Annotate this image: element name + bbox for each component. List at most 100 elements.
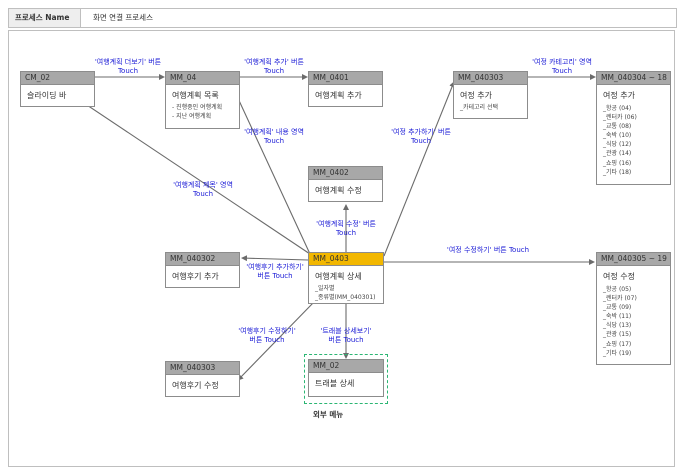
edge-label-line: '여행후기 추가하기' [246,263,304,271]
node-sub: _일자별 _종류별(MM_040301) [309,282,383,302]
list-item: _쇼핑 (17) [603,340,632,348]
node-mm02: MM_02 트래블 상세 [308,359,384,397]
node-mm04: MM_04 여행계획 목록 - 진행중인 여행계획 - 지난 여행계획 [165,71,240,129]
edge-label-plan-content: '여행계획' 내용 영역 Touch [236,128,312,146]
node-id: MM_04 [166,72,239,85]
node-title: 여정 추가 [460,91,492,100]
list-item: _교통 (09) [603,304,632,312]
node-mm0402: MM_0402 여행계획 수정 [308,166,383,202]
node-title: 여행후기 추가 [172,272,219,281]
list-item: _관광 (14) [603,150,632,158]
list-item: _항공 (05) [603,286,632,293]
edge-label-category: '여정 카테고리' 영역 Touch [520,58,604,76]
edge-label-line: '여정 추가하기' 버튼 [391,128,451,136]
list-item: _관광 (15) [603,331,632,339]
node-title: 여행계획 수정 [315,186,362,195]
node-item-list: _항공 (04) _렌터카 (06) _교통 (08) _숙박 (10) _식당… [597,101,670,177]
diagram-frame [8,30,675,467]
edge-label-line: Touch [192,190,214,198]
node-title: 여행계획 목록 [172,91,219,100]
node-id: MM_0401 [309,72,382,85]
edge-label-more: '여행계획 더보기' 버튼 Touch [88,58,168,76]
edge-label-line: '트래블 상세보기' [320,327,372,335]
edge-label-add-itinerary: '여정 추가하기' 버튼 Touch [384,128,458,146]
process-name-label: 프로세스 Name [9,9,81,27]
edge-label-edit-plan: '여행계획 수정' 버튼 Touch [305,220,387,238]
node-id: MM_040303 [454,72,527,85]
node-title: 여정 추가 [603,91,635,100]
edge-label-line: '여정 카테고리' 영역 [532,58,592,66]
node-mm040303-itinerary: MM_040303 여정 추가 _카테고리 선택 [453,71,528,119]
edge-label-line: '여행계획 더보기' 버튼 [94,58,162,66]
node-id: MM_040303 [166,362,239,375]
edge-label-line: 버튼 Touch [328,336,364,344]
list-item: _기타 (19) [603,349,632,357]
list-item: _기타 (18) [603,168,632,176]
node-sub-line: _카테고리 선택 [460,104,499,111]
node-title: 여정 수정 [603,272,635,281]
edge-label-line: Touch [263,137,285,145]
process-name-value: 화면 연결 프로세스 [93,13,153,22]
node-sub-line: _종류별(MM_040301) [315,294,376,301]
node-title: 여행후기 수정 [172,381,219,390]
edge-label-line: '여행계획 추가' 버튼 [244,58,304,66]
node-mm040302: MM_040302 여행후기 추가 [165,252,240,288]
node-id: CM_02 [21,72,94,85]
edge-label-line: '여행계획 제목' 영역 [173,181,233,189]
node-cm02: CM_02 슬라이딩 바 [20,71,95,107]
list-item: _교통 (08) [603,123,632,131]
node-title: 트래블 상세 [315,379,355,388]
edge-label-line: '여행계획 수정' 버튼 [316,220,376,228]
node-sub-line: - 지난 여행계획 [172,113,212,120]
edge-label-line: '여행후기 수정하기' [238,327,296,335]
edge-label-travel-detail: '트래블 상세보기' 버튼 Touch [308,327,384,345]
node-mm040305: MM_040305 ~ 19 여정 수정 _항공 (05) _렌터카 (07) … [596,252,671,365]
node-title: 슬라이딩 바 [27,91,67,100]
node-item-list: _항공 (05) _렌터카 (07) _교통 (09) _숙박 (11) _식당… [597,282,670,358]
edge-label-line: 버튼 Touch [249,336,285,344]
edge-label-plan-title: '여행계획 제목' 영역 Touch [163,181,243,199]
node-mm0403: MM_0403 여행계획 상세 _일자별 _종류별(MM_040301) [308,252,384,304]
node-mm040304: MM_040304 ~ 18 여정 추가 _항공 (04) _렌터카 (06) … [596,71,671,185]
node-id: MM_040305 ~ 19 [597,253,670,266]
external-menu-label: 외부 메뉴 [313,410,344,419]
edge-label-line: 버튼 Touch [257,272,293,280]
edge-label-line: Touch [117,67,139,75]
node-mm0401: MM_0401 여행계획 추가 [308,71,383,107]
process-header: 프로세스 Name 화면 연결 프로세스 [8,8,677,28]
node-sub: _카테고리 선택 [454,101,527,112]
node-id: MM_0403 [309,253,383,266]
node-title: 여행계획 추가 [315,91,362,100]
node-title: 여행계획 상세 [315,272,362,281]
edge-mm0403-mm040303b [237,301,315,381]
edge-label-add-review: '여행후기 추가하기' 버튼 Touch [236,263,314,281]
node-id: MM_040302 [166,253,239,266]
node-sub-line: - 진행중인 여행계획 [172,104,223,111]
node-id: MM_040304 ~ 18 [597,72,670,85]
edge-label-edit-review: '여행후기 수정하기' 버튼 Touch [228,327,306,345]
node-id: MM_02 [309,360,383,373]
list-item: _식당 (13) [603,322,632,330]
edge-label-line: Touch [410,137,432,145]
node-id: MM_0402 [309,167,382,180]
edge-mm0403-cm02 [59,86,311,255]
list-item: _항공 (04) [603,105,632,112]
edge-label-line: Touch [263,67,285,75]
node-sub-line: _일자별 [315,285,335,292]
edge-label-line: Touch [551,67,573,75]
edge-label-add-plan: '여행계획 추가' 버튼 Touch [234,58,314,76]
list-item: _쇼핑 (16) [603,159,632,167]
node-sub: - 진행중인 여행계획 - 지난 여행계획 [166,101,239,121]
edge-label-line: '여정 수정하기' 버튼 Touch [446,246,530,254]
list-item: _숙박 (11) [603,313,632,321]
list-item: _렌터카 (07) [603,295,637,303]
edge-mm0403-mm04 [235,93,311,255]
list-item: _숙박 (10) [603,132,632,140]
edge-mm0403-mm040302 [241,255,309,262]
list-item: _식당 (12) [603,141,632,149]
edge-mm0403-mm040303 [383,81,455,257]
edge-label-edit-itinerary: '여정 수정하기' 버튼 Touch [436,246,540,255]
node-mm040303-review: MM_040303 여행후기 수정 [165,361,240,397]
edge-label-line: Touch [335,229,357,237]
